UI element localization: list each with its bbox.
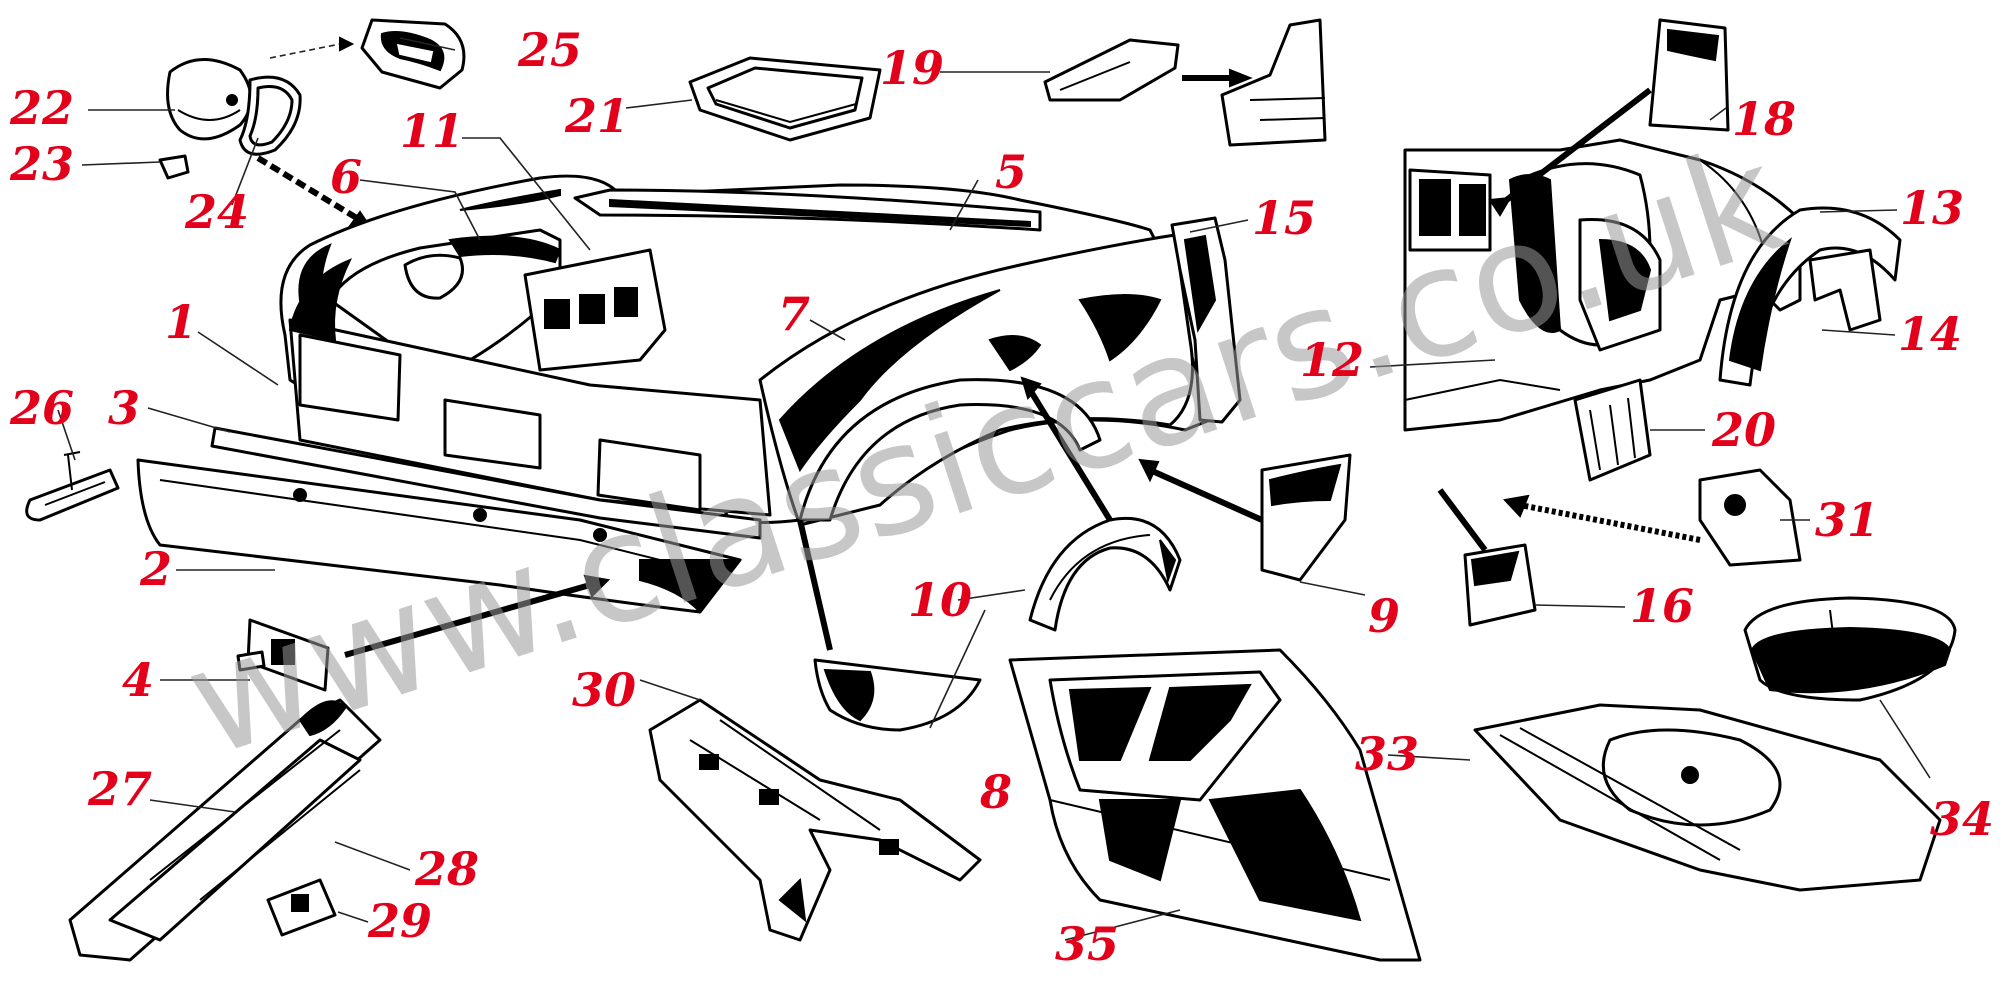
callout-3: 3	[108, 381, 140, 435]
leader-lines	[57, 37, 1931, 941]
callout-22: 22	[9, 81, 74, 135]
callout-4: 4	[122, 653, 154, 707]
part-21-boot-tray	[688, 56, 882, 142]
callout-27: 27	[87, 762, 152, 816]
part-33-35-boot-lid	[1008, 648, 1422, 962]
callout-31: 31	[1815, 493, 1879, 547]
callout-21: 21	[564, 89, 629, 143]
callout-11: 11	[400, 104, 464, 158]
callout-24: 24	[184, 185, 249, 239]
callout-9: 9	[1368, 589, 1400, 643]
part-22-24-rear-lamp	[158, 58, 375, 232]
callout-35: 35	[1055, 917, 1119, 971]
callout-12: 12	[1300, 333, 1364, 387]
callout-19: 19	[880, 41, 944, 95]
part-4-bracket	[236, 574, 611, 692]
part-13-14-arch-panels	[1718, 206, 1902, 387]
callout-14: 14	[1898, 307, 1962, 361]
callout-8: 8	[979, 765, 1012, 819]
part-34-spare-wheel-well	[1743, 596, 1957, 702]
part-33-boot-floor	[1473, 703, 1942, 892]
part-3-valance-strip	[210, 426, 762, 540]
callout-15: 15	[1252, 191, 1316, 245]
part-15-wing-upright	[1170, 216, 1242, 424]
part-19-quarter-section	[1043, 18, 1327, 147]
callout-6: 6	[330, 150, 362, 204]
part-10-inner-arch	[1020, 376, 1182, 632]
part-20-bracket	[1573, 378, 1652, 482]
part-8-arch-closer	[797, 519, 982, 732]
callout-18: 18	[1732, 92, 1796, 146]
part-27-28-chassis-rail	[68, 698, 382, 962]
callout-7: 7	[778, 287, 810, 341]
callout-13: 13	[1900, 181, 1964, 235]
part-2-rear-valance	[136, 458, 743, 614]
part-18-panel	[1488, 18, 1730, 217]
part-9-closing-bracket	[1138, 453, 1352, 582]
callout-25: 25	[517, 23, 582, 77]
part-25-lamp-gasket	[269, 18, 466, 90]
callout-numbers: 1 2 3 4 5 6 7 8 9 10 11 12 13 14 15 16 1…	[9, 23, 1994, 971]
callout-33: 33	[1355, 727, 1419, 781]
part-30-cross-member	[648, 698, 982, 942]
callout-28: 28	[414, 842, 479, 896]
callout-26: 26	[9, 381, 74, 435]
callout-1: 1	[165, 295, 197, 349]
callout-34: 34	[1930, 792, 1994, 846]
part-31-mounting	[1503, 468, 1802, 567]
callout-29: 29	[367, 894, 432, 948]
rear-body-shell	[279, 174, 1212, 527]
part-26-cable-clip	[25, 451, 120, 522]
part-16-closing-plate	[1437, 488, 1537, 627]
callout-23: 23	[9, 137, 74, 191]
callout-30: 30	[572, 663, 636, 717]
callout-20: 20	[1711, 403, 1776, 457]
callout-16: 16	[1630, 579, 1694, 633]
callout-10: 10	[908, 573, 972, 627]
right-inset-wheelarch	[1403, 138, 1802, 432]
callout-2: 2	[139, 542, 172, 596]
callout-5: 5	[995, 145, 1027, 199]
